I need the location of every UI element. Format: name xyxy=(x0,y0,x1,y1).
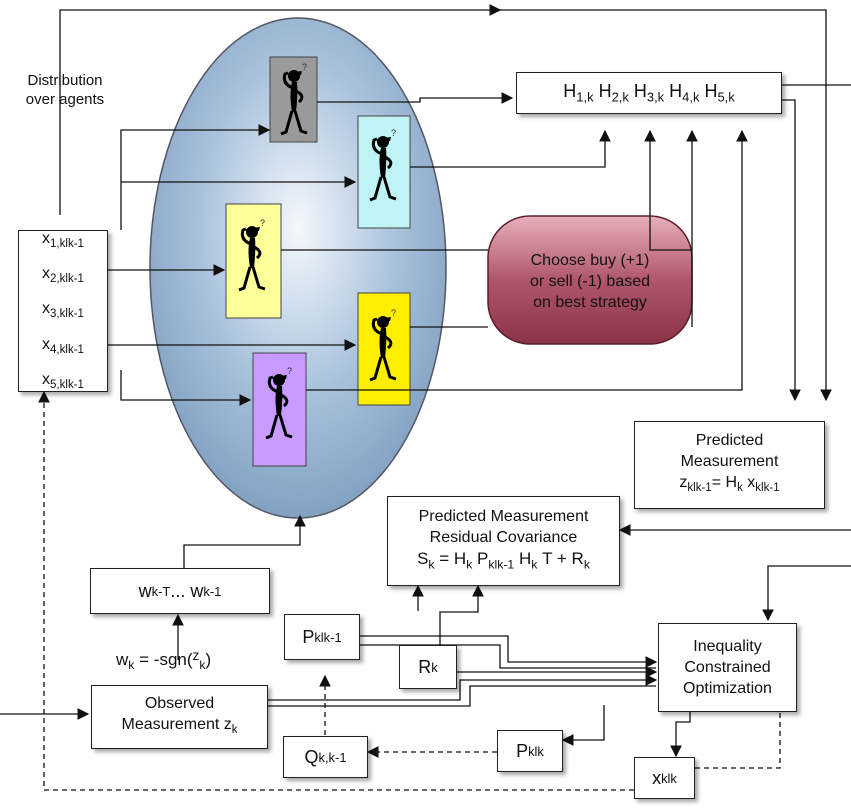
residual-covariance-line-1: Predicted Measurement xyxy=(418,508,589,526)
predicted-measurement-line-1: Predicted xyxy=(695,432,764,450)
state-x1: x1,klk-1 xyxy=(42,230,84,251)
strategy-line-3: on best strategy xyxy=(533,294,647,311)
strategy-line-1: Choose buy (+1) xyxy=(530,252,650,269)
state-x3: x3,klk-1 xyxy=(42,300,84,321)
h5: H5,k xyxy=(704,81,735,105)
state-vector-box: x1,klk-1 x2,klk-1 x3,klk-1 x4,klk-1 x5,k… xyxy=(18,230,108,392)
distribution-label-line-1: Distribution xyxy=(27,72,103,89)
agent-4 xyxy=(357,292,411,406)
predicted-measurement-box: Predicted Measurement zklk-1= Hk xklk-1 xyxy=(634,421,825,509)
predicted-measurement-equation: zklk-1= Hk xklk-1 xyxy=(679,474,780,495)
distribution-label: Distribution over agents xyxy=(15,71,115,109)
w-equation-label: wk = -sgn(zk) xyxy=(116,648,212,673)
state-x4: x4,klk-1 xyxy=(42,335,84,356)
agent-1 xyxy=(269,56,318,143)
observed-measurement-box: Observed Measurement zk xyxy=(91,685,268,749)
residual-covariance-line-2: Residual Covariance xyxy=(429,529,578,547)
optimization-box: Inequality Constrained Optimization xyxy=(658,623,797,712)
observation-matrix-box: H1,k H2,k H3,k H4,k H5,k xyxy=(516,72,782,114)
residual-covariance-box: Predicted Measurement Residual Covarianc… xyxy=(387,496,620,586)
optimization-line-3: Optimization xyxy=(683,680,772,697)
optimization-line-1: Inequality xyxy=(693,638,762,655)
optimization-line-2: Constrained xyxy=(684,659,771,676)
agent-3 xyxy=(225,203,282,319)
h3: H3,k xyxy=(633,81,665,105)
strategy-label: Choose buy (+1) or sell (-1) based on be… xyxy=(492,250,688,313)
strategy-line-2: or sell (-1) based xyxy=(529,273,651,290)
h4: H4,k xyxy=(669,81,700,105)
state-x5: x5,klk-1 xyxy=(42,370,84,391)
agent-2 xyxy=(357,115,411,229)
distribution-label-line-2: over agents xyxy=(25,91,105,108)
observed-line-2: Measurement zk xyxy=(121,715,238,737)
h1: H1,k xyxy=(563,81,594,105)
state-x2: x2,klk-1 xyxy=(42,265,84,286)
residual-covariance-equation: Sk = Hk Pklk-1 Hk T + Rk xyxy=(417,549,590,572)
agent-5 xyxy=(252,352,307,467)
observed-line-1: Observed xyxy=(144,694,215,712)
predicted-measurement-line-2: Measurement xyxy=(680,453,779,471)
h2: H2,k xyxy=(598,81,629,105)
